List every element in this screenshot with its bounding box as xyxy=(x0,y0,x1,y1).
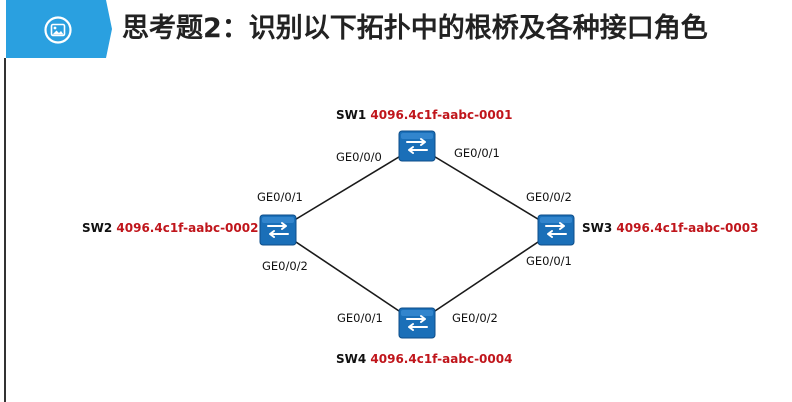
sw1-bridge-id: 4096.4c1f-aabc-0001 xyxy=(370,108,512,122)
image-icon xyxy=(44,16,72,44)
link-sw3-sw4 xyxy=(416,229,557,324)
link-sw1-sw3 xyxy=(416,145,557,231)
sw2-bridge-id: 4096.4c1f-aabc-0002 xyxy=(116,221,258,235)
link-sw2-sw1 xyxy=(277,145,418,231)
sw2-name: SW2 xyxy=(82,221,116,235)
link-sw2-sw4 xyxy=(277,229,418,324)
sw1-label: SW1 4096.4c1f-aabc-0001 xyxy=(336,108,512,122)
port-label-sw2-GE0-0-1: GE0/0/1 xyxy=(257,190,303,204)
header-chevron-icon xyxy=(96,0,112,58)
sw3-switch-icon[interactable] xyxy=(537,214,575,246)
sw4-switch-icon[interactable] xyxy=(398,307,436,339)
page-title: 思考题2：识别以下拓扑中的根桥及各种接口角色 xyxy=(122,13,708,44)
sw2-switch-icon[interactable] xyxy=(259,214,297,246)
switch-layer xyxy=(259,130,575,339)
sw4-label: SW4 4096.4c1f-aabc-0004 xyxy=(336,352,512,366)
port-label-sw4-GE0-0-2: GE0/0/2 xyxy=(452,311,498,325)
header-accent-bar xyxy=(6,0,106,58)
slide-left-border xyxy=(4,58,6,402)
port-label-sw4-GE0-0-1: GE0/0/1 xyxy=(337,311,383,325)
port-label-sw2-GE0-0-2: GE0/0/2 xyxy=(262,259,308,273)
sw2-label: SW2 4096.4c1f-aabc-0002 xyxy=(82,221,258,235)
port-label-sw3-GE0-0-1: GE0/0/1 xyxy=(526,254,572,268)
sw3-label: SW3 4096.4c1f-aabc-0003 xyxy=(582,221,758,235)
sw1-name: SW1 xyxy=(336,108,370,122)
port-label-sw1-GE0-0-1: GE0/0/1 xyxy=(454,146,500,160)
port-label-sw1-GE0-0-0: GE0/0/0 xyxy=(336,150,382,164)
sw3-name: SW3 xyxy=(582,221,616,235)
sw3-bridge-id: 4096.4c1f-aabc-0003 xyxy=(616,221,758,235)
port-label-sw3-GE0-0-2: GE0/0/2 xyxy=(526,190,572,204)
links-layer xyxy=(277,145,557,324)
sw4-bridge-id: 4096.4c1f-aabc-0004 xyxy=(370,352,512,366)
sw1-switch-icon[interactable] xyxy=(398,130,436,162)
sw4-name: SW4 xyxy=(336,352,370,366)
